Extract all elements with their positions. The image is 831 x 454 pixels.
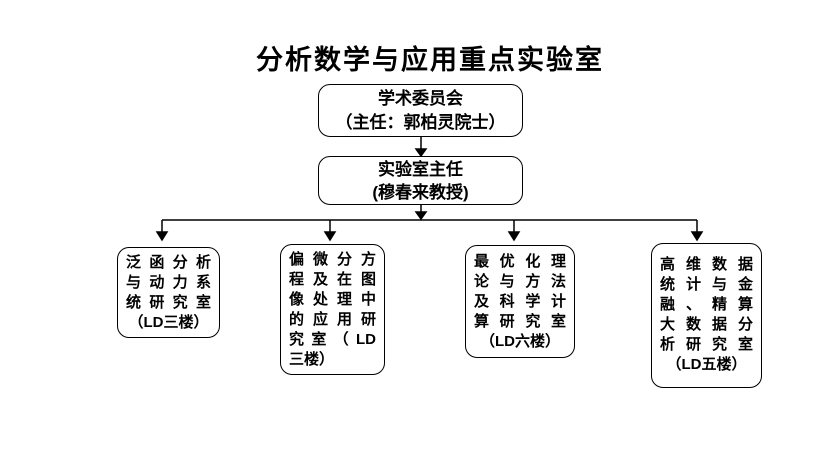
arrowhead-down-icon (414, 148, 428, 158)
lab-text-line: 及科学计 (474, 293, 566, 310)
committee-title: 学术委员会 (378, 89, 463, 108)
lab-text-line: （LD六楼） (480, 333, 560, 350)
lab-text-line: （LD三楼） (128, 314, 209, 331)
lab-text-line: 统研究室 (126, 294, 211, 311)
lab-text-line: 析研究室 (660, 336, 753, 353)
node-academic-committee: 学术委员会 （主任：郭柏灵院士） (318, 84, 523, 137)
lab-text-line: 高维数据 (660, 256, 753, 273)
lab-text-line: 最优化理 (474, 253, 566, 270)
lab-text-line: 程及在图 (289, 271, 376, 288)
node-lab-optimization: 最优化理 论与方法 及科学计 算研究室 （LD六楼） (465, 245, 575, 358)
lab-text-line: 三楼） (289, 351, 335, 368)
lab-text-line: 融、精算 (660, 296, 753, 313)
lab-text-line: 像处理中 (289, 291, 376, 308)
director-name: (穆春来教授) (372, 183, 469, 202)
director-title: 实验室主任 (378, 160, 463, 179)
lab-text-line: 泛函分析 (126, 254, 211, 271)
lab-text-line: 统计与金 (660, 276, 753, 293)
node-lab-pde-image-processing: 偏微分方 程及在图 像处理中 的应用研 究室（LD 三楼） (280, 244, 385, 375)
page-title: 分析数学与应用重点实验室 (256, 45, 604, 75)
lab-text-line: （LD五楼） (666, 356, 747, 373)
lab-text-line: 论与方法 (474, 273, 566, 290)
lab-text-line: 算研究室 (474, 313, 566, 330)
lab-text-line: 偏微分方 (289, 251, 376, 268)
arrowhead-down-icon (507, 231, 521, 242)
node-lab-director: 实验室主任 (穆春来教授) (318, 156, 523, 205)
lab-text-line: 大数据分 (660, 316, 753, 333)
lab-text-line: 与动力系 (126, 274, 211, 291)
arrowhead-down-icon (323, 231, 337, 242)
arrowhead-down-icon (414, 211, 428, 221)
node-lab-high-dim-data: 高维数据 统计与金 融、精算 大数据分 析研究室 （LD五楼） (651, 243, 762, 388)
arrowhead-down-icon (155, 231, 169, 242)
lab-text-line: 究室（LD (289, 331, 376, 348)
node-lab-functional-analysis: 泛函分析 与动力系 统研究室 （LD三楼） (117, 247, 220, 338)
committee-chair: （主任：郭柏灵院士） (335, 113, 506, 132)
arrowhead-down-icon (690, 231, 704, 242)
lab-text-line: 的应用研 (289, 311, 376, 328)
